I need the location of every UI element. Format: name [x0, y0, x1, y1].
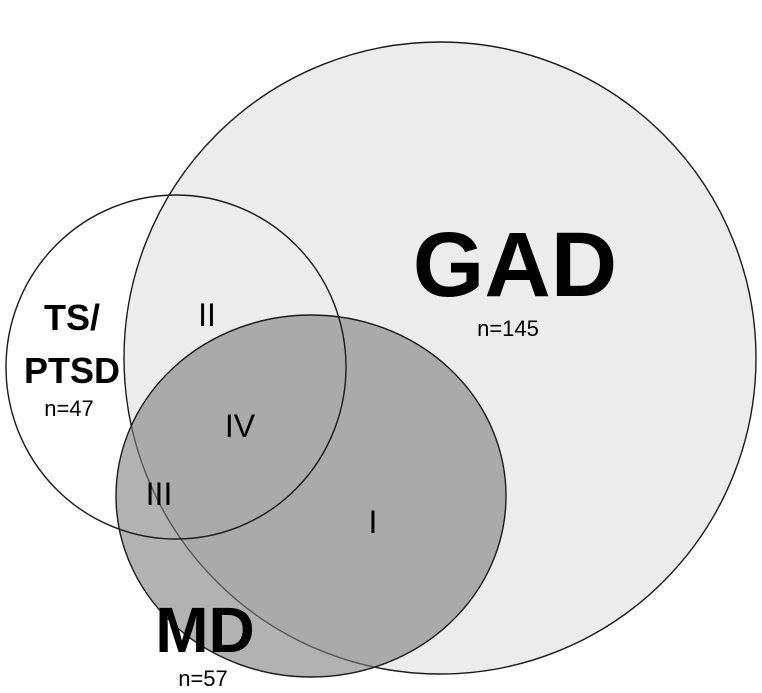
gad-label: GAD: [413, 214, 617, 316]
ts-ptsd-count: n=47: [44, 396, 94, 421]
region-iv-label: IV: [225, 408, 256, 444]
md-circle: [115, 314, 507, 678]
md-label: MD: [155, 594, 255, 666]
md-count: n=57: [178, 666, 228, 691]
gad-count: n=145: [477, 316, 539, 341]
ts-ptsd-circle: [5, 194, 347, 540]
region-i-label: I: [369, 504, 378, 540]
region-iii-label: III: [146, 476, 173, 512]
ts-ptsd-label-line-2: PTSD: [24, 350, 120, 391]
ts-ptsd-label-line-1: TS/: [44, 297, 100, 338]
region-ii-label: II: [198, 297, 216, 333]
